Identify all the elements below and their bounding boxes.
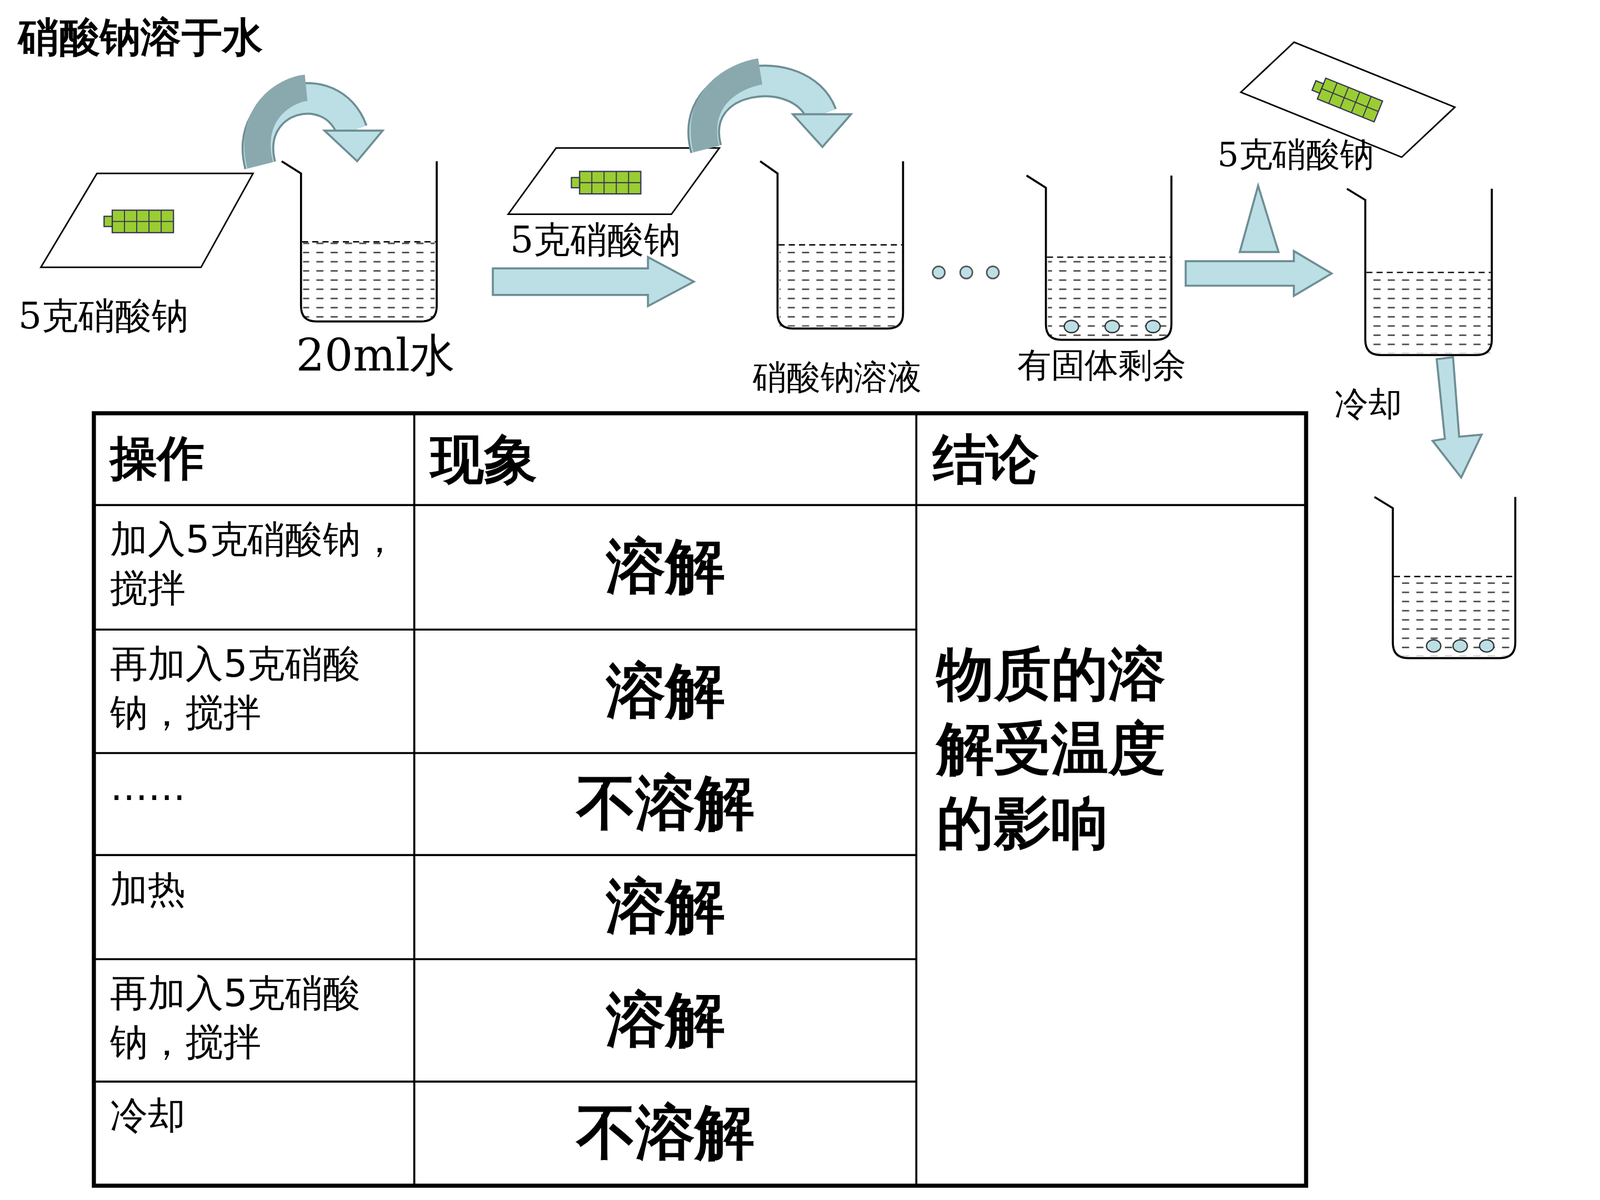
table-grid bbox=[93, 413, 1307, 1186]
beaker bbox=[281, 161, 1516, 658]
paper-label: 5克硝酸钠 bbox=[1217, 134, 1374, 175]
beaker-label: 硝酸钠溶液 bbox=[752, 357, 922, 398]
paper-label: 5克硝酸钠 bbox=[510, 217, 681, 262]
paper bbox=[40, 30, 1455, 268]
table-header: 操作 bbox=[93, 413, 415, 505]
table-cell: 加入5克硝酸钠，搅拌 bbox=[93, 505, 415, 630]
table-cell: 溶解 bbox=[414, 958, 917, 1082]
table-header: 结论 bbox=[916, 413, 1307, 505]
table-cell: 冷却 bbox=[93, 1081, 415, 1186]
table-cell: 溶解 bbox=[414, 855, 917, 959]
beaker-label: 20ml水 bbox=[296, 328, 455, 383]
table-cell: 不溶解 bbox=[414, 1081, 917, 1186]
table-cell: 加热 bbox=[93, 855, 415, 959]
curved-arrow bbox=[257, 71, 851, 166]
ellipsis-dots bbox=[932, 266, 999, 279]
diagram-title: 硝酸钠溶于水 bbox=[18, 12, 264, 62]
step-label: 冷却 bbox=[1334, 383, 1402, 425]
table-cell: …… bbox=[93, 752, 415, 855]
table-cell: 物质的溶解受温度的影响 bbox=[936, 637, 1213, 861]
beaker-label: 有固体剩余 bbox=[1017, 345, 1186, 386]
table-cell: 再加入5克硝酸钠，搅拌 bbox=[93, 629, 415, 753]
table-cell: 再加入5克硝酸钠，搅拌 bbox=[93, 958, 415, 1082]
table-cell: 溶解 bbox=[414, 629, 917, 753]
table-cell: 不溶解 bbox=[414, 752, 917, 855]
table-cell: 溶解 bbox=[414, 505, 917, 630]
paper-label: 5克硝酸钠 bbox=[18, 293, 189, 338]
table-header: 现象 bbox=[414, 413, 917, 505]
